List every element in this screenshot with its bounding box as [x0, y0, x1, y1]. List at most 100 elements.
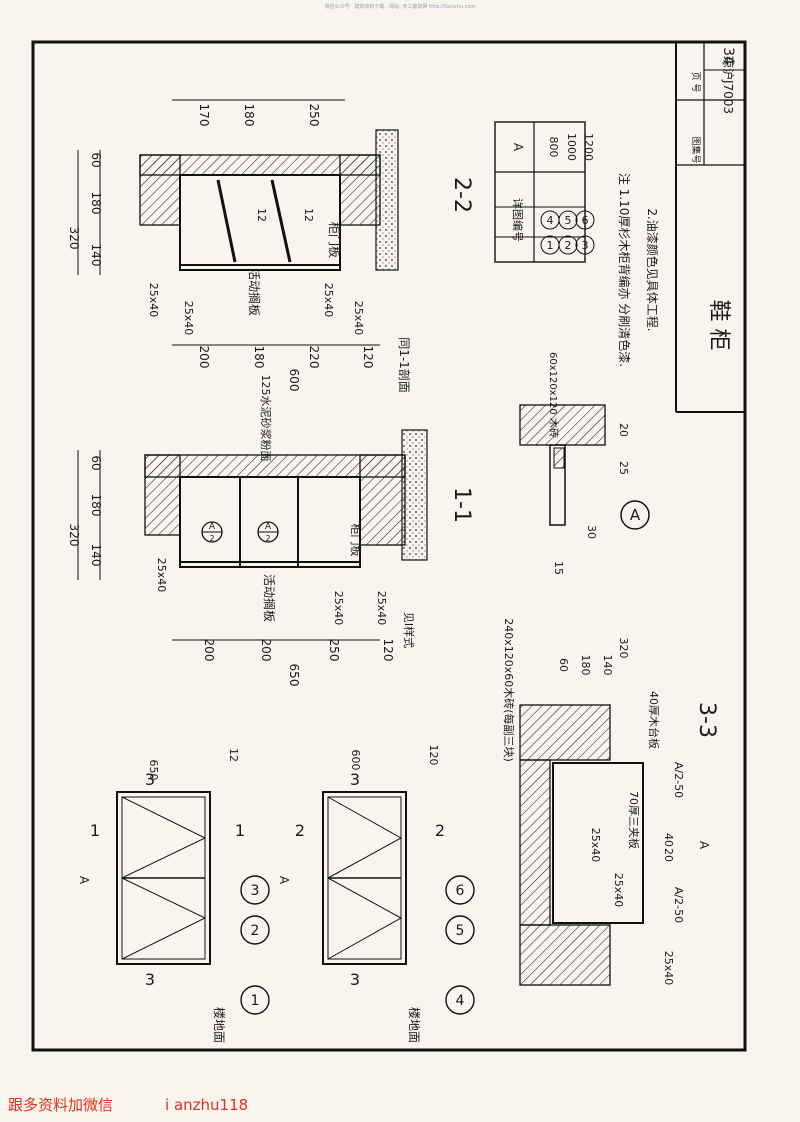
- svg-text:60: 60: [89, 152, 103, 167]
- svg-text:5: 5: [456, 923, 465, 939]
- svg-text:3: 3: [350, 970, 360, 989]
- note-1: 注 1.10厚杉木柜背编亦 分刷清色漆.: [617, 173, 632, 367]
- svg-text:柜门板: 柜门板: [327, 222, 342, 258]
- svg-text:12: 12: [227, 748, 240, 762]
- svg-text:4: 4: [456, 993, 465, 1009]
- svg-text:60x120x120 木砖: 60x120x120 木砖: [547, 352, 560, 438]
- svg-text:活动搁板: 活动搁板: [262, 574, 277, 622]
- svg-text:600: 600: [349, 750, 362, 771]
- svg-text:1200: 1200: [582, 133, 595, 161]
- svg-text:12: 12: [302, 208, 315, 222]
- svg-text:1: 1: [251, 993, 260, 1009]
- svg-text:200: 200: [202, 639, 216, 662]
- svg-text:60: 60: [89, 455, 103, 470]
- svg-text:5: 5: [565, 214, 572, 227]
- section-1-1: A 2 A 2 1-1 125水泥砂浆粉面 柜门板 活动搁板 见I样式: [144, 375, 474, 648]
- svg-text:180: 180: [579, 655, 592, 676]
- svg-text:A: A: [265, 522, 272, 532]
- svg-text:2: 2: [295, 821, 305, 840]
- svg-text:140: 140: [601, 655, 614, 676]
- table-head-right: A: [511, 143, 525, 152]
- watermark-left: 跟多资料加微信: [8, 1096, 114, 1114]
- table-row: 1 4 800: [540, 137, 560, 255]
- svg-text:12: 12: [255, 208, 268, 222]
- svg-text:600: 600: [287, 369, 301, 392]
- section-label-1-1: 1-1: [449, 487, 474, 523]
- dims-2-2: [77, 99, 380, 346]
- detail-a: A 60x120x120 木砖 20 25 30 15: [519, 352, 650, 575]
- svg-text:2: 2: [565, 239, 572, 252]
- svg-text:1: 1: [235, 821, 245, 840]
- svg-text:3: 3: [582, 239, 589, 252]
- svg-text:1000: 1000: [565, 133, 578, 161]
- svg-text:20: 20: [617, 423, 630, 437]
- svg-text:140: 140: [89, 244, 103, 267]
- detail-a-mark: A: [630, 506, 641, 524]
- svg-text:活动搁板: 活动搁板: [247, 268, 262, 316]
- atlas-label: 图集号: [690, 136, 702, 163]
- svg-text:柜门板: 柜门板: [349, 524, 363, 557]
- svg-text:15: 15: [552, 561, 565, 575]
- svg-text:25x40: 25x40: [612, 873, 625, 908]
- section-2-2: 2-2 12 12 活动搁板 柜门板 同1-1剖面: [139, 129, 474, 393]
- svg-text:见I样式: 见I样式: [402, 612, 416, 648]
- svg-text:25x40: 25x40: [352, 301, 365, 336]
- page-label: 页 号: [690, 72, 701, 93]
- svg-text:650: 650: [287, 664, 301, 687]
- section-label-3-3: 3-3: [694, 702, 719, 738]
- section-label-2-2: 2-2: [449, 177, 474, 213]
- svg-text:140: 140: [89, 544, 103, 567]
- svg-text:250: 250: [327, 639, 341, 662]
- svg-text:70厚三夹板: 70厚三夹板: [627, 791, 641, 849]
- svg-text:25x40: 25x40: [589, 828, 602, 863]
- svg-text:60: 60: [557, 658, 570, 672]
- svg-text:A: A: [697, 841, 711, 850]
- elevation-upper: A 650 12 1 2 3 3 3 1 1 楼地面: [77, 748, 270, 1043]
- svg-text:A/2-50: A/2-50: [672, 887, 685, 923]
- svg-text:120: 120: [361, 346, 375, 369]
- svg-text:180: 180: [89, 192, 103, 215]
- svg-text:1: 1: [547, 239, 554, 252]
- svg-text:A: A: [277, 876, 291, 885]
- svg-text:楼地面: 楼地面: [407, 1007, 422, 1043]
- table-row: 2 5 1000: [558, 133, 578, 255]
- svg-text:40厚木台板: 40厚木台板: [647, 691, 661, 749]
- svg-text:6: 6: [456, 883, 465, 899]
- svg-text:320: 320: [617, 638, 630, 659]
- svg-text:25: 25: [617, 461, 630, 475]
- svg-text:同1-1剖面: 同1-1剖面: [397, 337, 411, 393]
- svg-text:320: 320: [67, 227, 81, 250]
- svg-text:3: 3: [350, 770, 360, 789]
- svg-text:40: 40: [662, 833, 675, 847]
- svg-text:3: 3: [145, 770, 155, 789]
- svg-text:220: 220: [307, 346, 321, 369]
- svg-text:170: 170: [197, 104, 211, 127]
- svg-text:25x40: 25x40: [322, 283, 335, 318]
- svg-text:25x40: 25x40: [662, 951, 675, 986]
- svg-text:180: 180: [89, 494, 103, 517]
- svg-text:200: 200: [259, 639, 273, 662]
- elevation-lower: A 600 120 4 5 6 3 3 2 2 楼地面: [277, 745, 475, 1043]
- table-head-left: 详图编号: [511, 198, 525, 242]
- svg-text:180: 180: [242, 104, 256, 127]
- svg-text:2: 2: [265, 534, 270, 543]
- svg-text:320: 320: [67, 524, 81, 547]
- svg-text:1: 1: [90, 821, 100, 840]
- atlas-number: 琼沪J7003: [721, 56, 736, 114]
- svg-text:2: 2: [435, 821, 445, 840]
- section-3-3: 3-3 25x40 25x40 70厚三夹板 40厚木台板 240x120x60…: [502, 618, 719, 986]
- svg-text:240x120x60木砖(每副三块): 240x120x60木砖(每副三块): [502, 618, 516, 762]
- svg-text:800: 800: [547, 137, 560, 158]
- page-number: 34: [720, 47, 736, 65]
- svg-text:A: A: [209, 522, 216, 532]
- size-table: 详图编号 A 1 4 800 2 5 1000 3 6 1200: [494, 121, 595, 263]
- drawing-title: 鞋 柜: [706, 300, 731, 351]
- svg-text:25x40: 25x40: [375, 591, 388, 626]
- dims-1-1: [77, 450, 380, 641]
- svg-text:3: 3: [251, 883, 260, 899]
- title-block: 图集号 琼沪J7003 页 号 34 鞋 柜: [676, 42, 745, 351]
- svg-text:楼地面: 楼地面: [212, 1007, 227, 1043]
